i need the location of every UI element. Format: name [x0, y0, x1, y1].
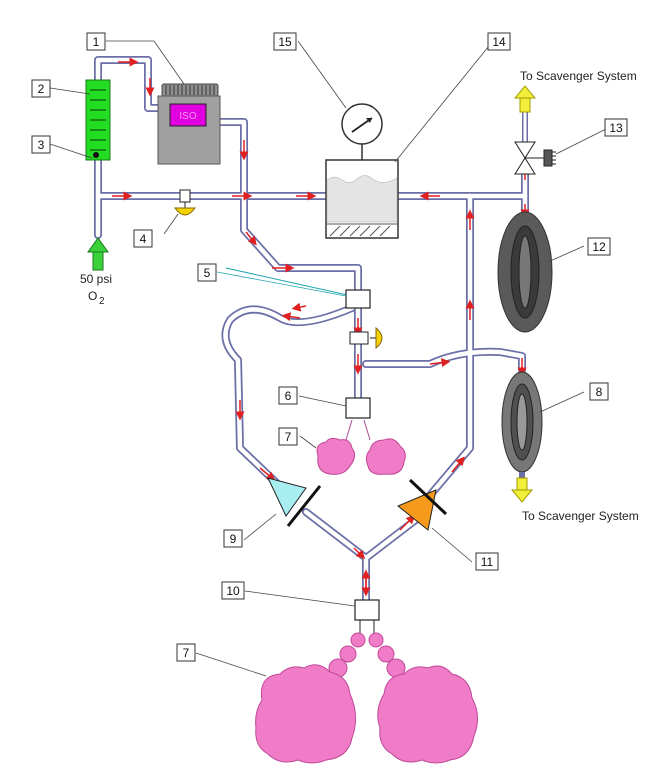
- gauge-icon: [341, 103, 383, 160]
- svg-text:9: 9: [230, 532, 237, 546]
- svg-text:12: 12: [592, 240, 606, 254]
- scavenger-arrow-up: [513, 85, 537, 113]
- callout-12: 12: [587, 237, 611, 256]
- svg-text:2: 2: [38, 82, 45, 96]
- callout-5: 5: [197, 263, 217, 282]
- svg-text:13: 13: [609, 121, 623, 135]
- vaporizer-window: [169, 103, 207, 127]
- svg-text:7: 7: [285, 430, 292, 444]
- callout-7-upper: 7: [278, 427, 298, 446]
- svg-text:11: 11: [481, 555, 494, 569]
- callout-15: 15: [273, 32, 297, 51]
- scavenger-sample-line: [225, 267, 353, 297]
- vaporizer-label: ISO: [179, 111, 196, 122]
- callout-4: 4: [133, 229, 153, 248]
- callout-11: 11: [475, 552, 499, 571]
- callout-6: 6: [278, 386, 298, 405]
- expiratory-valve: [397, 478, 448, 531]
- callout-14: 14: [487, 32, 511, 51]
- svg-text:14: 14: [492, 35, 506, 49]
- scavenger-arrow-down: [510, 477, 534, 503]
- callout-13: 13: [604, 118, 628, 137]
- connector-10: [354, 599, 380, 621]
- connectors: [345, 289, 383, 636]
- knob-yellow: [375, 326, 383, 350]
- callout-3: 3: [31, 135, 51, 154]
- callout-2: 2: [31, 79, 51, 98]
- scavenger-label-top: To Scavenger System: [520, 69, 637, 83]
- large-lungs: [255, 632, 478, 764]
- valve-icon: [514, 108, 556, 175]
- svg-text:3: 3: [38, 138, 45, 152]
- svg-text:7: 7: [183, 646, 190, 660]
- tubing-inner: [95, 57, 528, 603]
- vaporizer: ISO: [157, 83, 221, 165]
- svg-text:15: 15: [278, 35, 292, 49]
- oxygen-supply-arrow: [87, 237, 109, 271]
- svg-text:8: 8: [596, 385, 603, 399]
- callout-1: 1: [86, 32, 106, 51]
- callout-7-lower: 7: [176, 643, 196, 662]
- svg-text:1: 1: [93, 35, 100, 49]
- float-ball: [93, 152, 99, 158]
- supply-gas-subscript: 2: [99, 296, 105, 307]
- svg-text:5: 5: [204, 266, 211, 280]
- callout-8: 8: [589, 382, 609, 401]
- supply-label: 50 psi O 2: [80, 272, 112, 307]
- svg-text:10: 10: [226, 584, 240, 598]
- svg-text:4: 4: [140, 232, 147, 246]
- ventilator-bellows: [501, 371, 543, 484]
- connector-5: [345, 289, 371, 309]
- inspiratory-valve: [267, 477, 322, 527]
- scavenger-label-bottom: To Scavenger System: [522, 509, 639, 523]
- connector-6: [345, 397, 371, 419]
- supply-gas-label: O: [88, 289, 97, 303]
- supply-pressure-label: 50 psi: [80, 272, 112, 286]
- leader-lines: [49, 40, 611, 677]
- small-lungs: [316, 419, 406, 475]
- callout-9: 9: [223, 529, 243, 548]
- flush-valve: [174, 189, 196, 216]
- co2-absorber: [325, 159, 399, 239]
- reservoir-bag: [497, 211, 553, 333]
- svg-text:6: 6: [285, 389, 292, 403]
- callout-boxes: 1 2 3 4 5 6 7 7 8 9 10 11 12 13 14 15: [31, 32, 628, 662]
- callout-10: 10: [221, 581, 245, 600]
- flowmeter: [85, 79, 111, 161]
- valve-box: [349, 331, 369, 345]
